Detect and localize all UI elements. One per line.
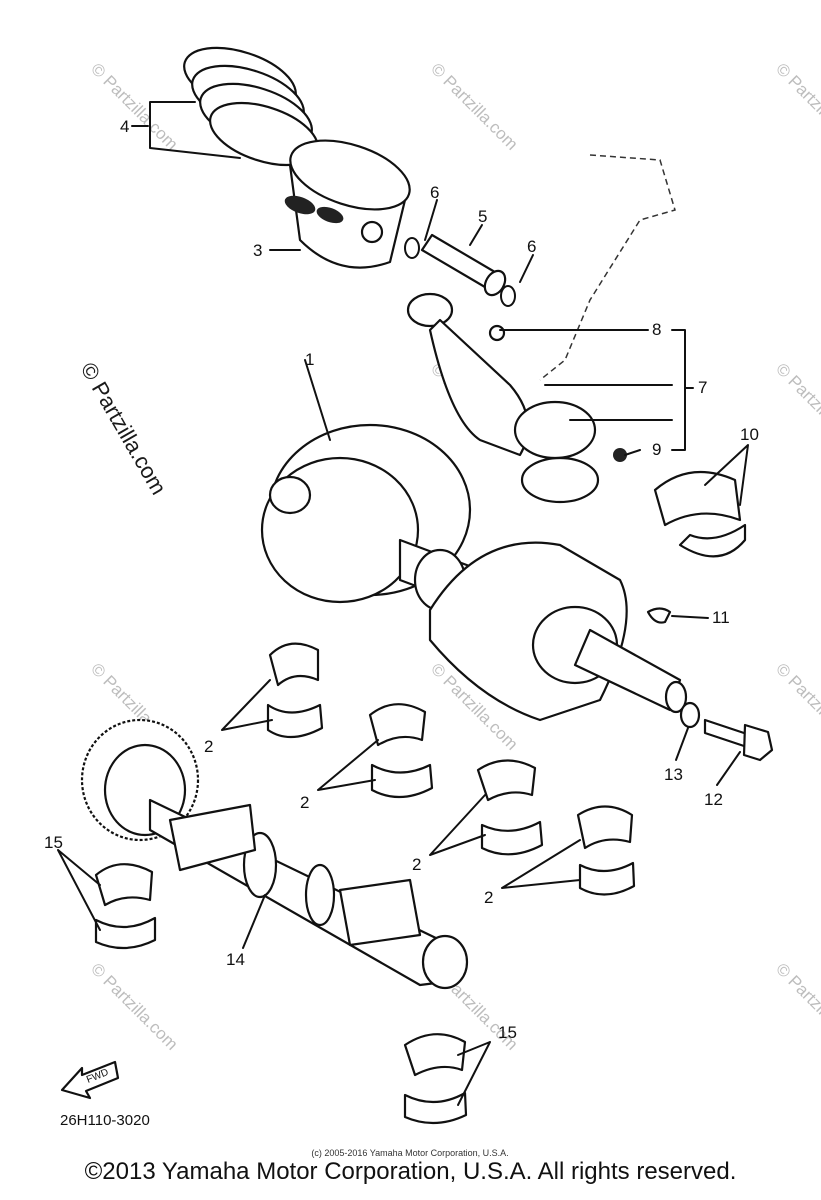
balancer-bearings xyxy=(94,863,468,1125)
callout-11: 11 xyxy=(712,608,730,627)
balancer-shaft xyxy=(80,718,469,990)
piston xyxy=(284,139,411,269)
watermark-text: © Partzilla.com xyxy=(772,659,821,753)
watermark-text: © Partzilla.com xyxy=(772,359,821,453)
callout-2: 2 xyxy=(412,855,421,874)
callout-13: 13 xyxy=(664,765,683,784)
watermark-text: © Partzilla.com xyxy=(427,59,521,153)
dashed-outline xyxy=(539,154,676,381)
callout-2: 2 xyxy=(204,737,213,756)
watermark-text: © Partzilla.com xyxy=(87,59,181,153)
main-bearings xyxy=(266,642,636,896)
callout-8: 8 xyxy=(652,320,661,339)
callout-15: 15 xyxy=(44,833,63,852)
small-copyright: (c) 2005-2016 Yamaha Motor Corporation, … xyxy=(311,1148,508,1158)
callout-9: 9 xyxy=(652,440,661,459)
callout-7: 7 xyxy=(698,378,707,397)
callout-12: 12 xyxy=(704,790,723,809)
callout-3: 3 xyxy=(253,241,262,260)
callout-14: 14 xyxy=(226,950,245,969)
callout-10: 10 xyxy=(740,425,759,444)
crankshaft xyxy=(260,423,688,722)
callout-4: 4 xyxy=(120,117,129,136)
callout-15: 15 xyxy=(498,1023,517,1042)
piston-pin-assembly xyxy=(404,233,516,307)
diagram-code: 26H110-3020 xyxy=(60,1112,150,1129)
small-parts xyxy=(646,607,774,762)
callout-5: 5 xyxy=(478,207,487,226)
callout-1: 1 xyxy=(305,350,314,369)
callout-2: 2 xyxy=(484,888,493,907)
leader-lines xyxy=(57,101,749,1106)
watermark-text: © Partzilla.com xyxy=(87,959,181,1053)
callout-6: 6 xyxy=(430,183,439,202)
bearing-10 xyxy=(653,470,747,558)
callout-labels: 1 2 2 2 2 3 4 5 6 6 7 8 9 10 11 12 13 14… xyxy=(44,117,759,1042)
watermark-text: © Partzilla.com xyxy=(772,59,821,153)
fwd-arrow: FWD xyxy=(60,1060,120,1100)
footer-copyright: ©2013 Yamaha Motor Corporation, U.S.A. A… xyxy=(84,1158,737,1185)
piston-rings xyxy=(183,46,320,167)
callout-2: 2 xyxy=(300,793,309,812)
connecting-rod xyxy=(406,292,627,504)
callout-6: 6 xyxy=(527,237,536,256)
watermark-main: © Partzilla.com xyxy=(76,358,172,499)
parts-diagram-svg: © Partzilla.com © Partzilla.com © Partzi… xyxy=(44,46,821,1158)
watermark-text: © Partzilla.com xyxy=(772,959,821,1053)
